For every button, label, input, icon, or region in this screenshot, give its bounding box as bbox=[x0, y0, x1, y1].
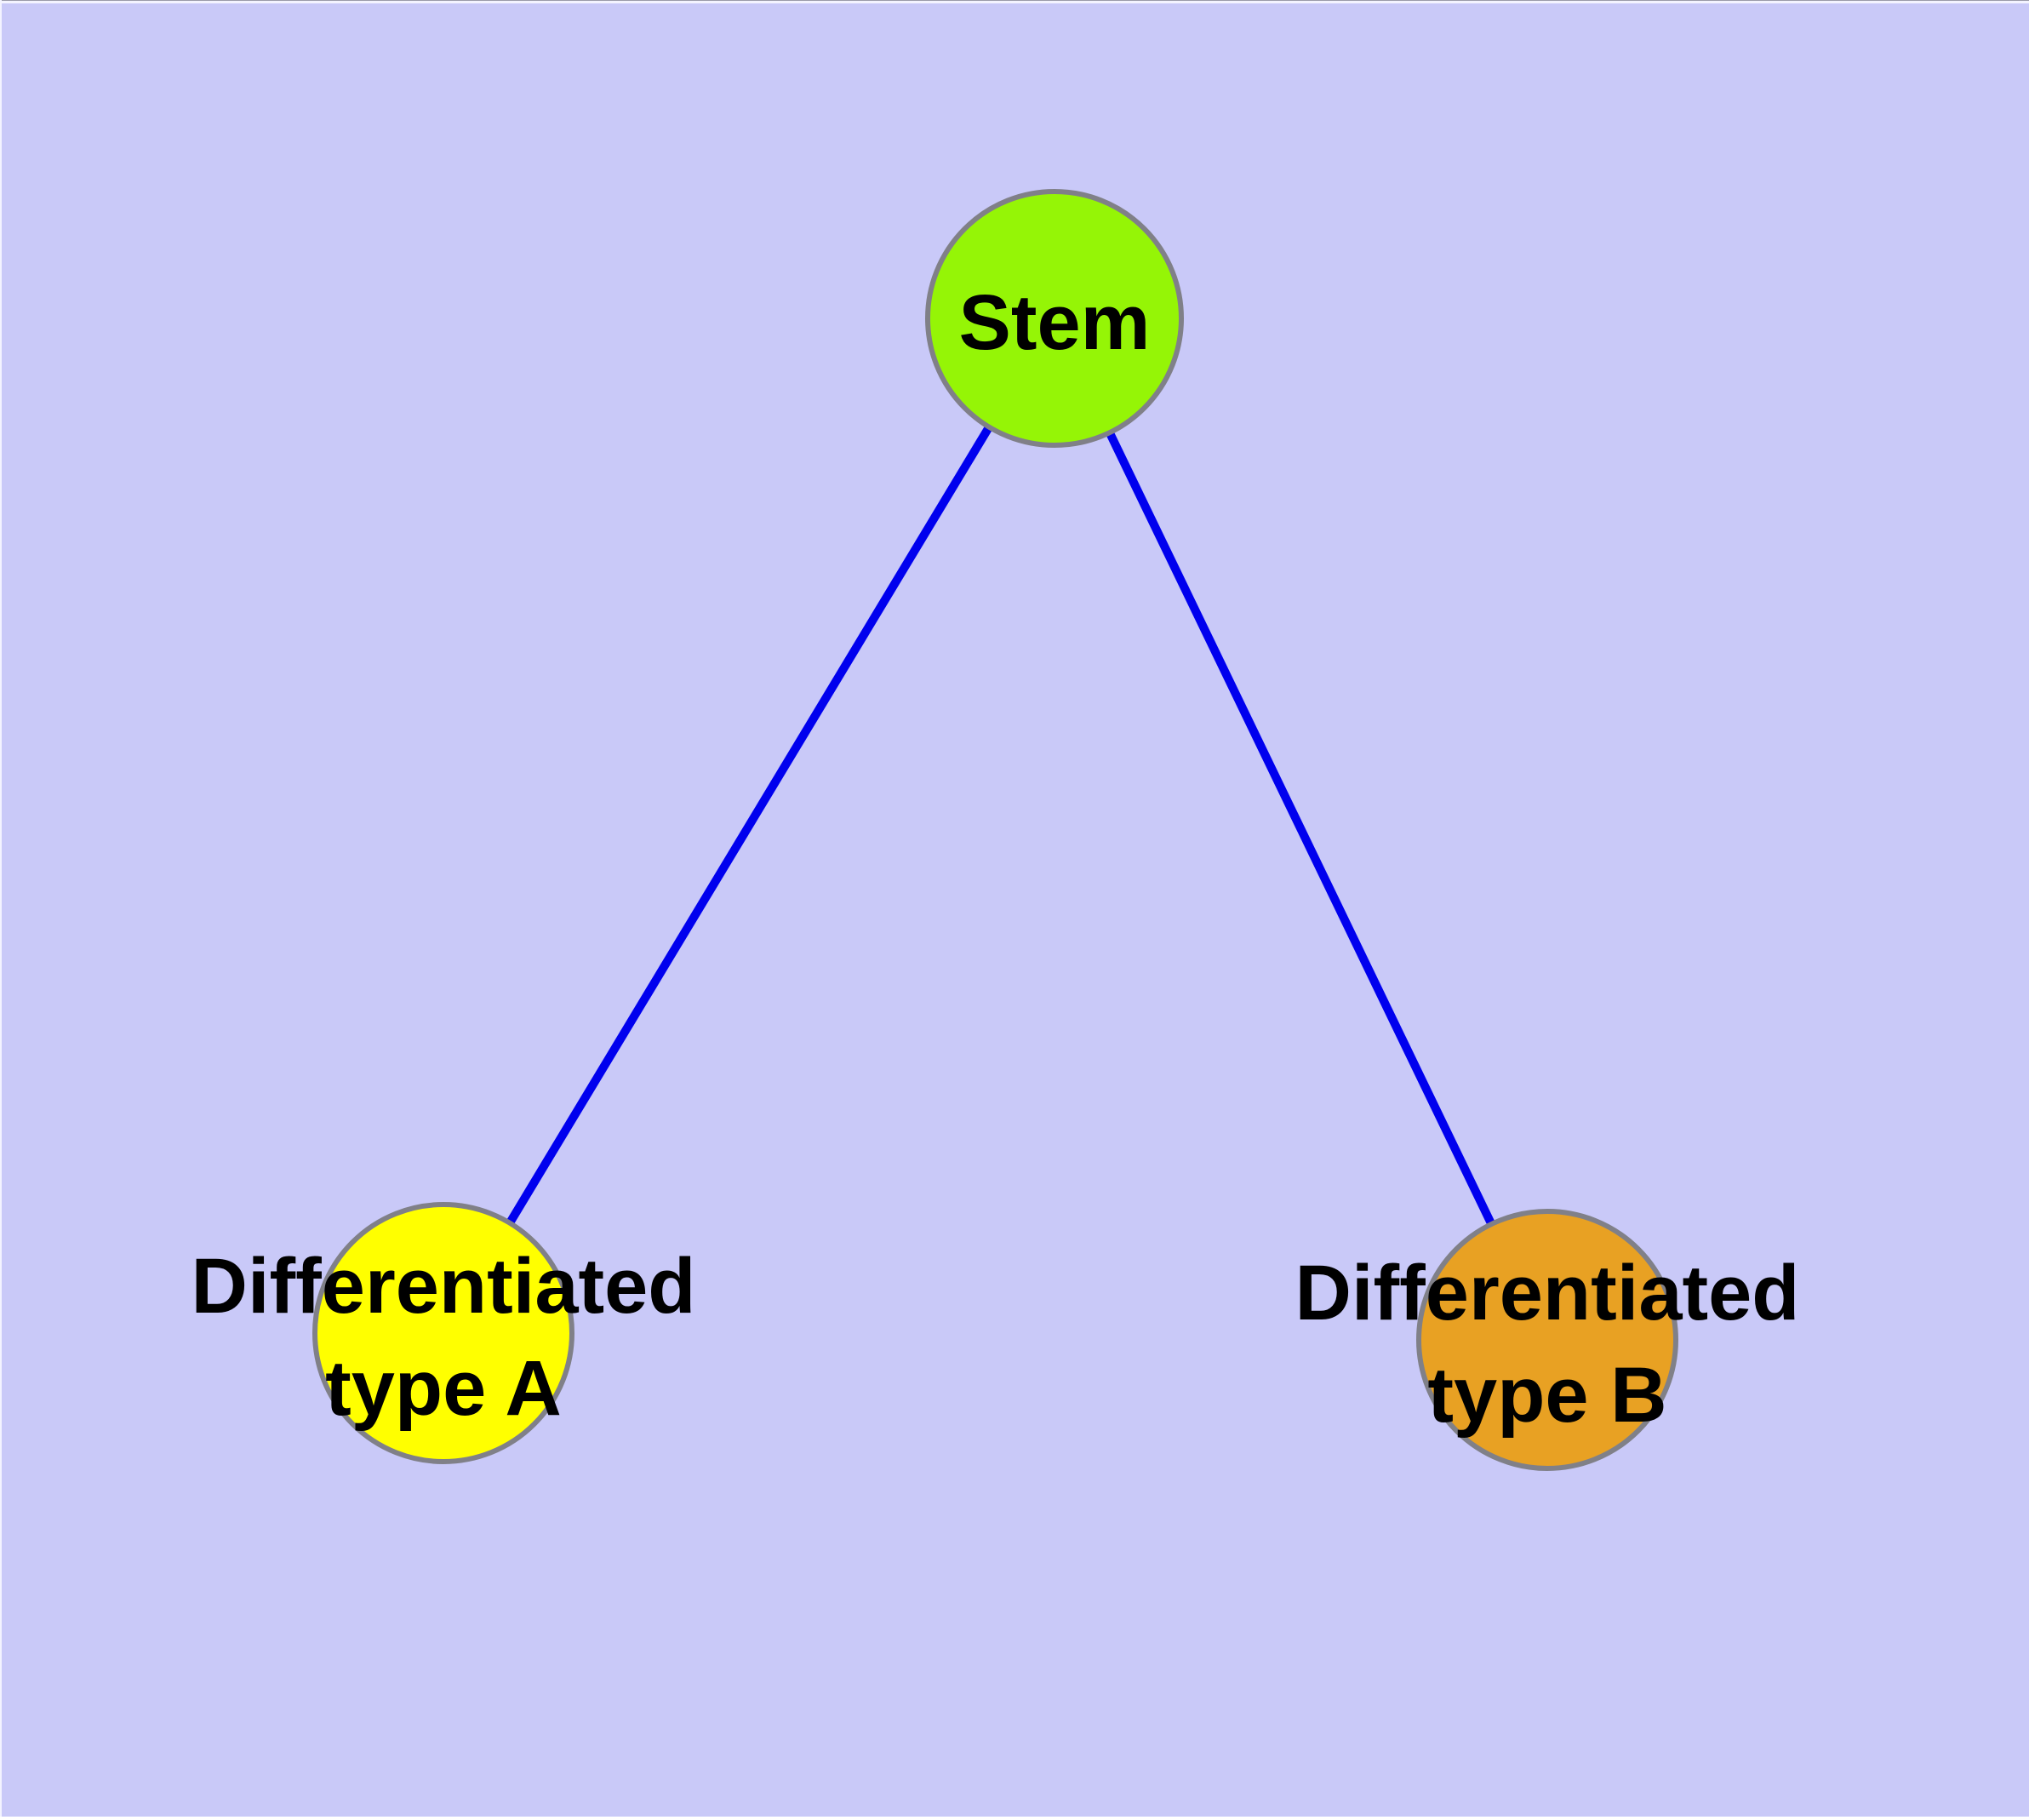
node-differentiated-type-a[interactable] bbox=[312, 1202, 574, 1464]
node-stem[interactable] bbox=[925, 189, 1184, 448]
edge-stem-to-differentiated-type-b bbox=[1106, 431, 1495, 1227]
node-differentiated-type-b[interactable] bbox=[1416, 1209, 1678, 1471]
edge-stem-to-differentiated-type-a bbox=[506, 425, 993, 1226]
